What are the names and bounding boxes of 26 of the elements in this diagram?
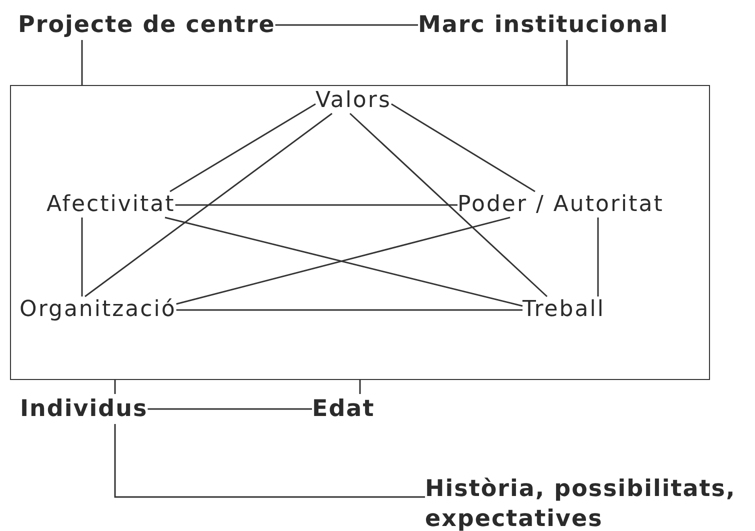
concept-label: Història, possibilitats, expectatives — [425, 474, 745, 531]
concept-label: Treball — [522, 296, 605, 322]
concept-label: Valors — [316, 88, 392, 114]
concept-label: Projecte de centre — [18, 10, 276, 40]
connector-line — [148, 408, 312, 410]
concept-label: Individus — [20, 394, 148, 424]
concept-label: Organització — [20, 296, 176, 322]
concept-label: Poder / Autoritat — [458, 192, 664, 218]
connector-line — [175, 204, 458, 206]
connector-line — [81, 40, 83, 85]
connector-line — [176, 309, 522, 311]
connector-line — [391, 103, 536, 192]
concept-label: Marc institucional — [418, 10, 669, 40]
connector-line — [566, 40, 568, 85]
connector-line — [349, 112, 548, 298]
connector-line — [81, 218, 83, 296]
connector-line — [114, 424, 425, 498]
concept-label: Edat — [312, 394, 375, 424]
frame-box — [10, 85, 710, 380]
connector-line — [275, 24, 418, 26]
concept-label: Afectivitat — [46, 192, 176, 218]
connector-line — [114, 380, 116, 394]
connector-line — [170, 103, 316, 192]
connector-line — [359, 380, 361, 394]
connector-line — [84, 112, 332, 298]
connector-line — [597, 218, 599, 296]
